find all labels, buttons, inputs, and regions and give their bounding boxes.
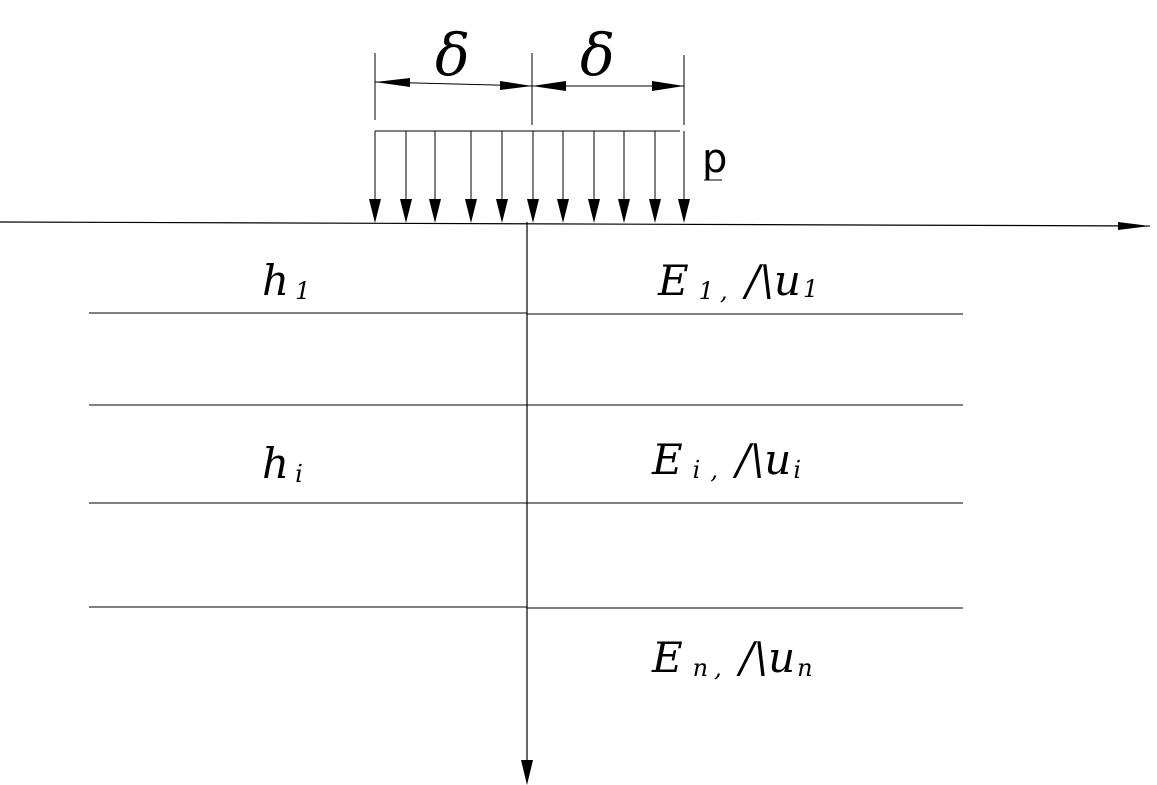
load-arrow-head-10 bbox=[649, 199, 661, 223]
load-arrow-head-9 bbox=[618, 199, 630, 223]
load-label-p: p bbox=[702, 136, 727, 182]
load-arrow-head-5 bbox=[496, 199, 508, 223]
distributed-load-arrows bbox=[369, 131, 690, 223]
load-arrow-head-8 bbox=[588, 199, 600, 223]
load-arrow-head-6 bbox=[527, 199, 539, 223]
load-arrow-head-1 bbox=[369, 199, 381, 223]
load-arrow-head-4 bbox=[465, 199, 477, 223]
load-arrow-head-11 bbox=[678, 199, 690, 223]
load-arrow-head-2 bbox=[400, 199, 412, 223]
load-arrow-head-7 bbox=[557, 199, 569, 223]
dim-arrow-left-start bbox=[375, 78, 410, 87]
surface-line bbox=[0, 221, 1151, 227]
dim-arrow-right-end bbox=[652, 81, 684, 91]
delta-label-right: δ bbox=[580, 21, 615, 89]
z-axis-arrowhead bbox=[521, 760, 533, 785]
x-axis-arrowhead bbox=[1118, 222, 1150, 230]
load-arrow-head-3 bbox=[429, 199, 441, 223]
dim-arrow-right-start bbox=[532, 81, 566, 91]
dim-arrow-left-end bbox=[500, 81, 532, 90]
delta-label-left: δ bbox=[435, 21, 470, 89]
